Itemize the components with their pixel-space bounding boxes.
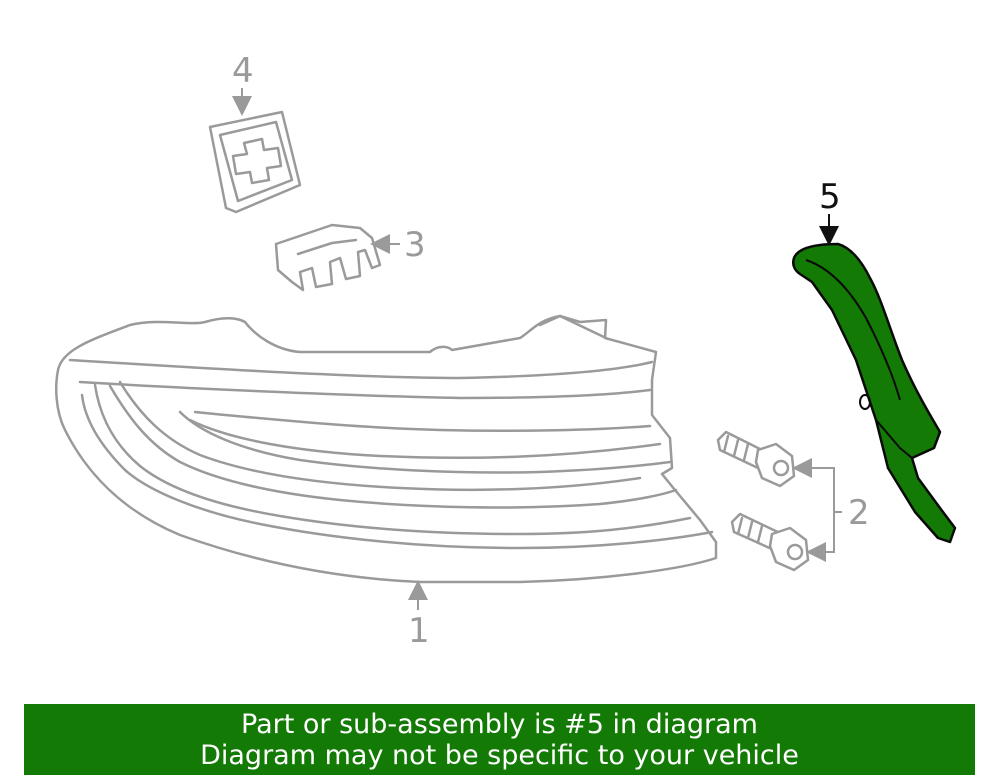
callout-1: 1: [408, 611, 430, 651]
banner-line-1: Part or sub-assembly is #5 in diagram: [241, 709, 758, 740]
screw-upper-part-2: [716, 430, 796, 488]
callout-5: 5: [819, 177, 841, 217]
callout-4: 4: [232, 51, 254, 91]
bulb-socket-part-4: [208, 110, 302, 214]
tail-lamp-part-1: [55, 314, 718, 584]
screw-lower-part-2: [730, 512, 810, 572]
callout-2-leader: [792, 458, 842, 562]
clip-bracket-part-3: [274, 223, 382, 292]
callout-2: 2: [848, 493, 870, 533]
callout-3: 3: [404, 225, 426, 265]
banner-line-2: Diagram may not be specific to your vehi…: [200, 740, 799, 771]
info-banner: Part or sub-assembly is #5 in diagram Di…: [24, 704, 975, 775]
trim-panel-part-5: [792, 242, 957, 544]
